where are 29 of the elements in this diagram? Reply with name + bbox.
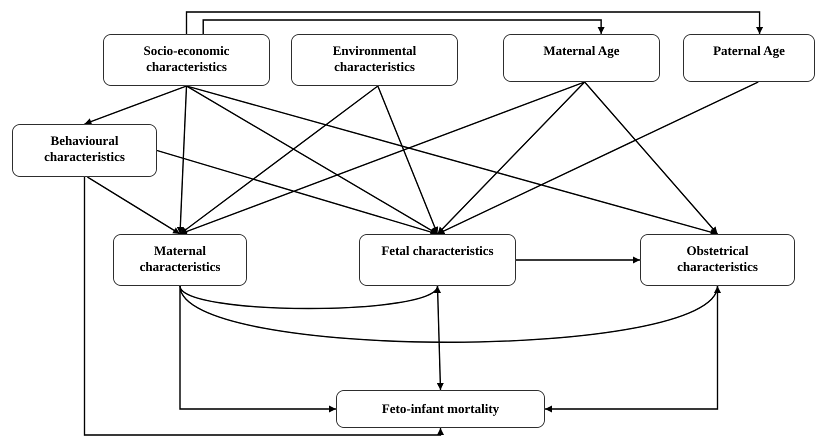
arrow — [87, 176, 180, 235]
arrow — [584, 82, 718, 234]
factor-box: Feto-infant mortality — [336, 390, 545, 428]
factor-box: Maternal Age — [503, 34, 660, 82]
arrow — [179, 286, 336, 412]
arrow — [186, 11, 764, 34]
factor-box: Behavioural characteristics — [12, 124, 157, 177]
arrow — [176, 86, 188, 234]
arrow — [84, 177, 444, 436]
factor-box: Environmental characteristics — [291, 34, 458, 86]
arrow — [202, 19, 605, 34]
arrow — [437, 81, 759, 235]
arrow — [545, 286, 718, 412]
factor-box: Fetal characteristics — [359, 234, 516, 286]
arrow — [179, 286, 718, 343]
factor-box: Obstetrical characteristics — [640, 234, 795, 286]
arrow — [84, 85, 187, 125]
factor-box: Maternal characteristics — [113, 234, 247, 286]
arrow — [180, 85, 378, 235]
factor-box: Socio-economic characteristics — [103, 34, 270, 86]
arrow — [436, 286, 444, 390]
arrow — [377, 86, 438, 234]
arrow — [180, 81, 585, 235]
arrow — [156, 150, 438, 236]
arrow — [437, 82, 586, 234]
factor-box: Paternal Age — [683, 34, 815, 82]
arrow — [186, 85, 718, 236]
arrow — [179, 286, 438, 310]
arrow — [516, 256, 640, 264]
